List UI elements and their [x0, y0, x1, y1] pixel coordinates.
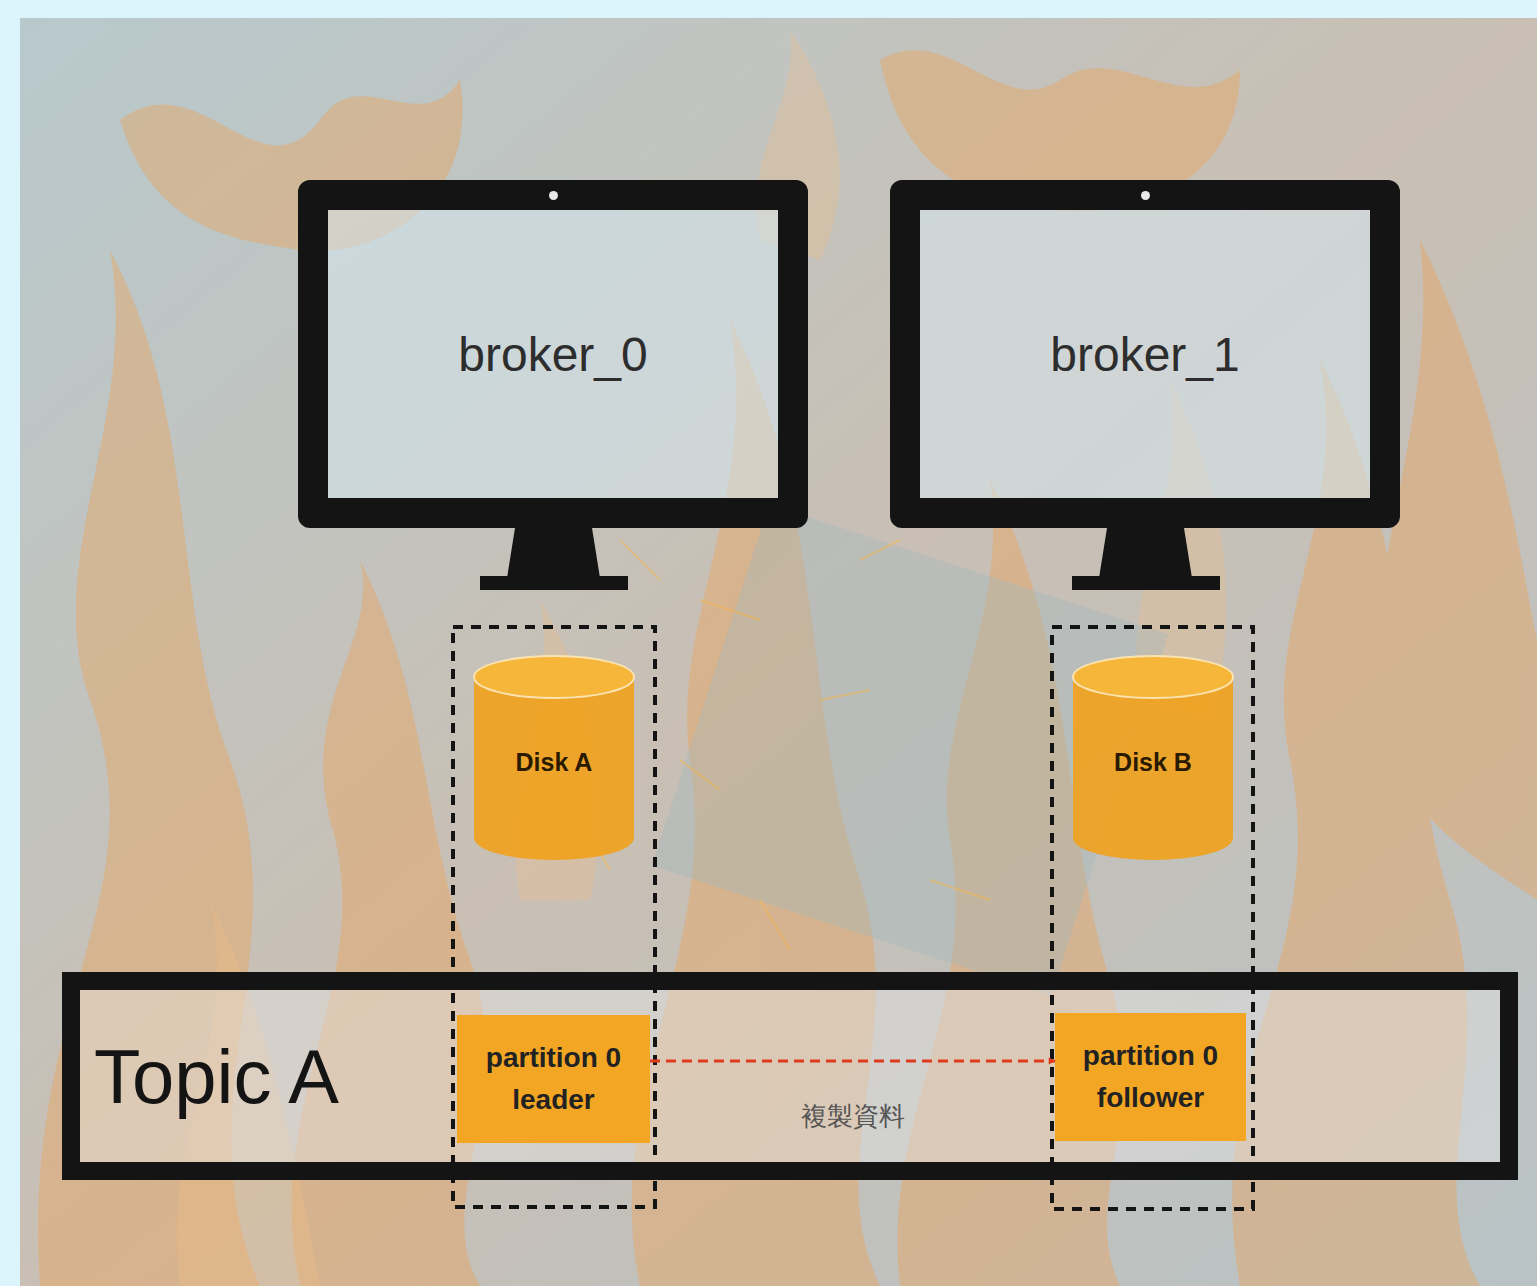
edge-label: 複製資料: [801, 1099, 905, 1134]
node-label: Disk B: [1072, 747, 1234, 776]
camera-dot: [549, 191, 558, 200]
partition-box: partition 0 leader: [457, 1015, 650, 1143]
node-label: partition 0 leader: [465, 1037, 642, 1121]
partition-box: partition 0 follower: [1055, 1013, 1246, 1141]
topic-band: Topic A partition 0 leader partition 0 fol…: [62, 972, 1518, 1180]
broker-monitor: broker_0: [298, 180, 808, 528]
broker-monitor: broker_1: [890, 180, 1400, 528]
camera-dot: [1141, 191, 1150, 200]
disk-cylinder: Disk A: [473, 655, 635, 860]
node-label: broker_0: [458, 327, 647, 382]
node-label: Disk A: [473, 747, 635, 776]
disk-cylinder: Disk B: [1072, 655, 1234, 860]
replication-arrow: [650, 1060, 1055, 1063]
topic-title: Topic A: [94, 1033, 339, 1120]
node-label: broker_1: [1050, 327, 1239, 382]
node-label: partition 0 follower: [1063, 1035, 1238, 1119]
